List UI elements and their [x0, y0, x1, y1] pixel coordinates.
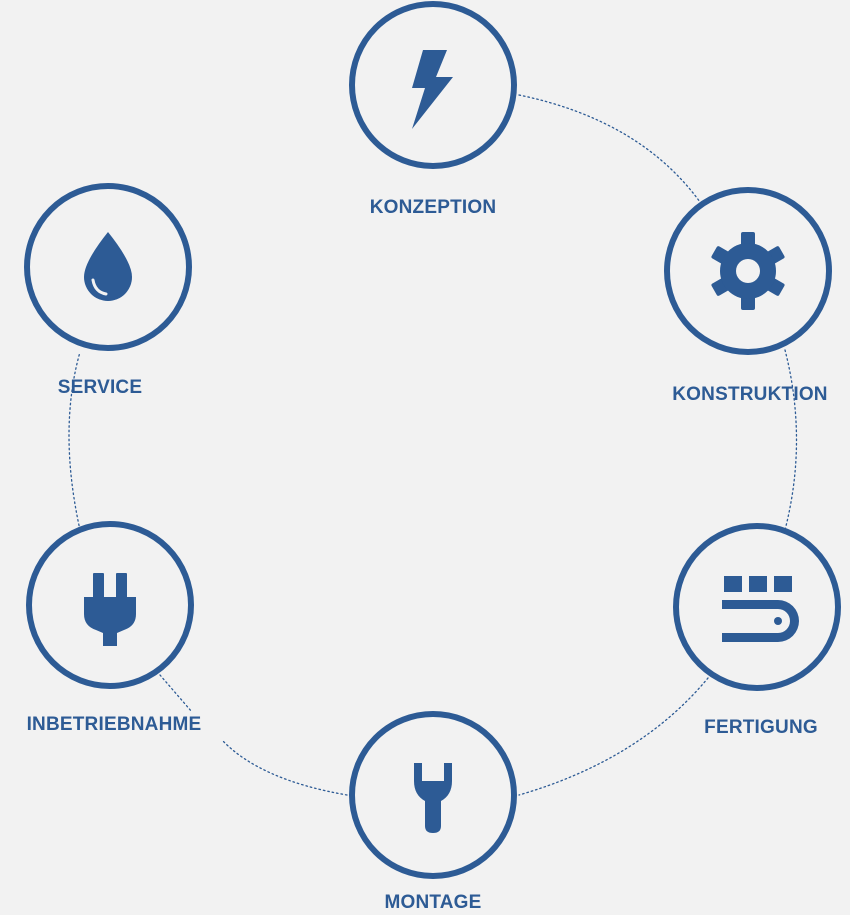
gear-icon	[711, 232, 785, 310]
label-fertigung: FERTIGUNG	[704, 717, 818, 738]
label-konzeption: KONZEPTION	[369, 197, 497, 218]
node-konzeption[interactable]	[349, 1, 517, 169]
plug-icon	[84, 573, 136, 646]
label-konstruktion: KONSTRUKTION	[672, 384, 828, 405]
node-konstruktion[interactable]	[664, 187, 832, 355]
label-montage: MONTAGE	[384, 892, 482, 913]
wrench-icon	[414, 763, 452, 833]
node-montage[interactable]	[349, 711, 517, 879]
connector-konstruktion-fertigung	[784, 349, 798, 531]
node-fertigung[interactable]	[673, 523, 841, 691]
connector-konzeption-konstruktion	[518, 94, 701, 203]
connector-fertigung-montage	[518, 677, 709, 796]
label-service: SERVICE	[57, 377, 143, 398]
drop-icon	[84, 232, 132, 301]
connector-inbetriebnahme-service	[68, 351, 81, 531]
label-inbetriebnahme: INBETRIEBNAHME	[26, 714, 202, 735]
connector-montage-inbetriebnahme	[221, 739, 348, 796]
connector-inbetriebnahme-inner	[159, 674, 193, 713]
conveyor-icon	[722, 576, 799, 642]
connector-lines	[68, 94, 798, 796]
node-inbetriebnahme[interactable]	[26, 521, 194, 689]
node-service[interactable]	[24, 183, 192, 351]
lightning-icon	[412, 50, 453, 129]
